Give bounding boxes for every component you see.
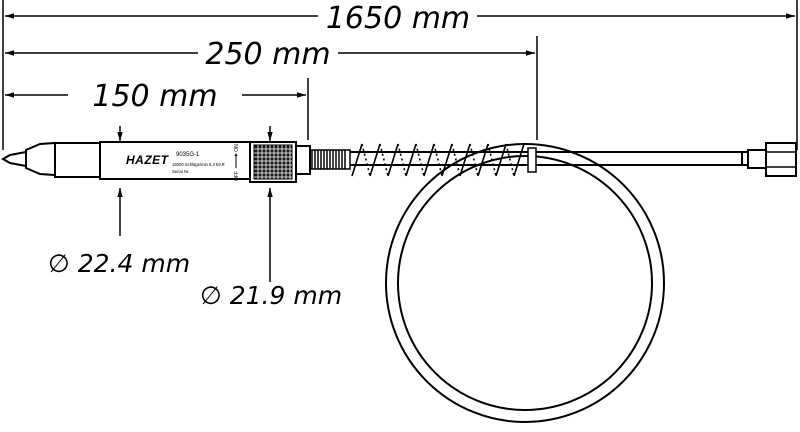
- dimension-tool-length: 250 mm: [5, 36, 538, 140]
- tool-length-label: 250 mm: [205, 37, 330, 72]
- air-hose-coil: [385, 143, 665, 423]
- body-diameter-callout: ∅ 22.4 mm: [48, 126, 190, 278]
- tool-front-barrel: [54, 142, 101, 178]
- tool-tip: [0, 150, 27, 168]
- dimension-body-length: 150 mm: [5, 78, 309, 140]
- spring-strain-relief: [309, 143, 537, 177]
- hose-fitting: [747, 142, 797, 177]
- tool-nose: [25, 141, 56, 177]
- brand-logo: HAZET: [126, 153, 170, 167]
- switch-off-label: OFF: [234, 171, 240, 181]
- spec-text: 15000 Schläge/min 6,3 BAR: [172, 162, 225, 167]
- knurl-pattern: [253, 144, 293, 180]
- body-diameter-label: ∅ 22.4 mm: [48, 249, 190, 278]
- switch-on-label: ON: [234, 144, 240, 152]
- grip-diameter-label: ∅ 21.9 mm: [200, 281, 342, 310]
- model-number: 9035G-1: [176, 152, 200, 158]
- serial-text: Serial Nr.: [172, 169, 189, 174]
- rear-collar: [295, 145, 311, 175]
- switch-marker: OFF ON: [234, 144, 240, 181]
- total-length-label: 1650 mm: [326, 1, 470, 36]
- grip-diameter-callout: ∅ 21.9 mm: [200, 126, 342, 310]
- air-scaler-tool: HAZET 9035G-1 15000 Schläge/min 6,3 BAR …: [0, 141, 311, 183]
- dimension-total-length: 1650 mm: [2, 0, 798, 150]
- tool-main-body: [99, 141, 251, 180]
- body-length-label: 150 mm: [92, 79, 217, 114]
